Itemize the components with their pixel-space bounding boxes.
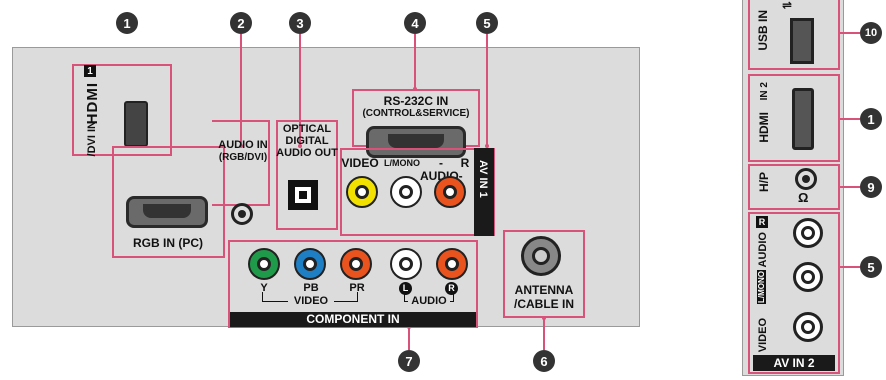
component-l-label: L <box>399 282 412 295</box>
av2-video-label: VIDEO <box>757 318 769 353</box>
av1-frame <box>340 148 495 236</box>
hp-label: H/P <box>757 172 771 193</box>
hp-jack[interactable] <box>795 168 817 190</box>
av2-audio-label: AUDIO <box>757 232 769 268</box>
callout-1: 1 <box>116 12 138 34</box>
component-frame <box>228 240 478 328</box>
component-pr-label: PR <box>349 282 365 294</box>
av1-r-label: R <box>460 156 470 170</box>
hdmi1-number-badge: 1 <box>84 65 96 77</box>
optical-label-3: AUDIO OUT <box>276 147 338 159</box>
hdmi2-logo: HDMI <box>757 112 771 143</box>
component-in-label: COMPONENT IN <box>230 312 476 327</box>
rs232-label: RS-232C IN <box>383 94 449 108</box>
av1-video-label: VIDEO <box>341 156 379 170</box>
av2-frame <box>748 212 840 374</box>
rs232-port[interactable] <box>366 126 466 158</box>
leader-3 <box>299 34 301 146</box>
audio-in-label: AUDIO IN <box>218 139 268 151</box>
component-audio-l-jack[interactable] <box>390 248 422 280</box>
optical-label-1: OPTICAL <box>282 123 332 135</box>
av1-video-jack[interactable] <box>346 176 378 208</box>
callout-4: 4 <box>404 12 426 34</box>
hdmi2-leader <box>840 118 860 120</box>
hdmi1-logo: HDMI <box>84 82 101 125</box>
av1-audio-l-jack[interactable] <box>390 176 422 208</box>
hdmi2-port[interactable] <box>792 88 814 150</box>
optical-label-2: DIGITAL <box>285 135 329 147</box>
hdmi2-label: IN 2 <box>759 82 770 101</box>
av2-in-label: AV IN 2 <box>753 355 835 371</box>
component-pb-label: PB <box>303 282 319 294</box>
callout-7: 7 <box>398 350 420 372</box>
hp-leader <box>840 186 860 188</box>
antenna-label-1: ANTENNA <box>514 283 574 297</box>
usb-leader <box>840 32 860 34</box>
usb-port[interactable] <box>790 18 814 64</box>
rear-panel <box>12 47 640 327</box>
leader-7 <box>408 326 410 350</box>
optical-frame <box>276 120 338 230</box>
optical-port[interactable] <box>288 180 318 210</box>
hdmi2-frame <box>748 74 840 162</box>
rgb-audio-frame <box>112 146 225 258</box>
side-callout-1: 1 <box>860 108 882 130</box>
av2-video-jack[interactable] <box>793 312 823 342</box>
leader-2 <box>240 34 242 146</box>
component-r-label: R <box>445 282 458 295</box>
component-audio-label: AUDIO <box>408 295 450 308</box>
usb-symbol-icon: ⇌ <box>782 0 793 12</box>
component-pr-jack[interactable] <box>340 248 372 280</box>
callout-2: 2 <box>230 12 252 34</box>
av2-audio-l-jack[interactable] <box>793 262 823 292</box>
usb-frame <box>748 0 840 70</box>
antenna-jack[interactable] <box>521 236 561 276</box>
callout-3: 3 <box>289 12 311 34</box>
hdmi1-frame <box>72 64 172 156</box>
rs232-sublabel: (CONTROL&SERVICE) <box>362 108 470 119</box>
av1-audio-r-jack[interactable] <box>434 176 466 208</box>
av2-r-badge: R <box>756 216 768 228</box>
component-audio-r-jack[interactable] <box>436 248 468 280</box>
component-video-label: VIDEO <box>288 295 334 308</box>
leader-5 <box>486 34 488 146</box>
leader-dot-5 <box>485 144 489 148</box>
usb-label: USB IN <box>756 10 770 51</box>
callout-5: 5 <box>476 12 498 34</box>
side-callout-9: 9 <box>860 176 882 198</box>
av1-in-label: AV IN 1 <box>477 160 489 198</box>
component-y-label: Y <box>260 282 268 294</box>
component-y-jack[interactable] <box>248 248 280 280</box>
av2-leader <box>840 266 860 268</box>
side-callout-5: 5 <box>860 256 882 278</box>
leader-dot-6 <box>542 316 546 320</box>
rgb-pc-label: RGB IN (PC) <box>133 236 203 250</box>
hp-frame <box>748 164 840 210</box>
audio-in-sublabel: (RGB/DVI) <box>218 152 268 163</box>
leader-dot-2 <box>239 144 243 148</box>
av2-audio-r-jack[interactable] <box>793 218 823 248</box>
antenna-frame <box>503 230 585 318</box>
callout-6: 6 <box>533 350 555 372</box>
antenna-label-2: /CABLE IN <box>514 297 574 311</box>
hdmi1-port[interactable] <box>124 101 148 147</box>
av1-lmono-label: L/MONO <box>384 158 420 168</box>
leader-4 <box>414 34 416 89</box>
rgb-pc-port[interactable] <box>126 196 208 228</box>
component-pb-jack[interactable] <box>294 248 326 280</box>
av1-in-tag <box>474 148 494 236</box>
av2-lmono-label: L/MONO <box>757 270 766 304</box>
hdmi1-label: /DVI IN <box>86 121 98 157</box>
audio-in-rgb-jack[interactable] <box>231 203 253 225</box>
headphone-icon: Ω <box>798 190 809 205</box>
leader-dot-3 <box>298 144 302 148</box>
side-callout-10: 10 <box>860 22 882 44</box>
leader-6 <box>543 318 545 350</box>
